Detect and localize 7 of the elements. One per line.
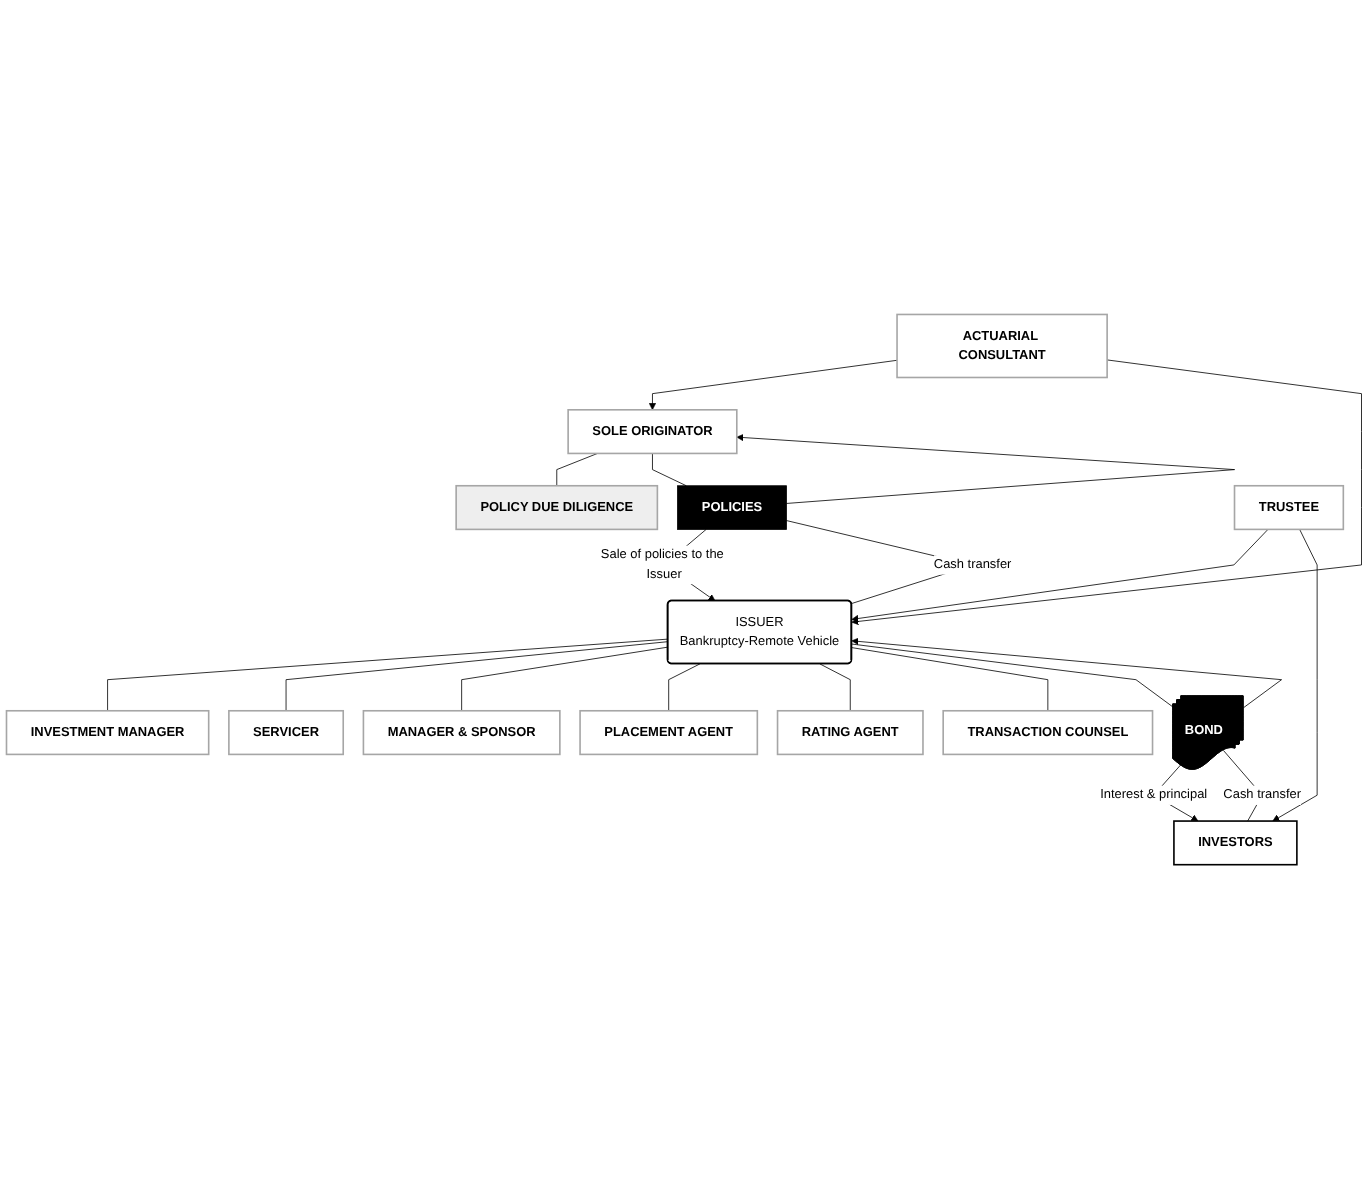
connector bbox=[652, 453, 687, 487]
connector bbox=[556, 453, 598, 487]
connector bbox=[461, 647, 669, 712]
connector bbox=[851, 647, 1049, 712]
connector bbox=[107, 639, 669, 712]
connector bbox=[285, 641, 669, 712]
connector bbox=[851, 644, 1174, 708]
